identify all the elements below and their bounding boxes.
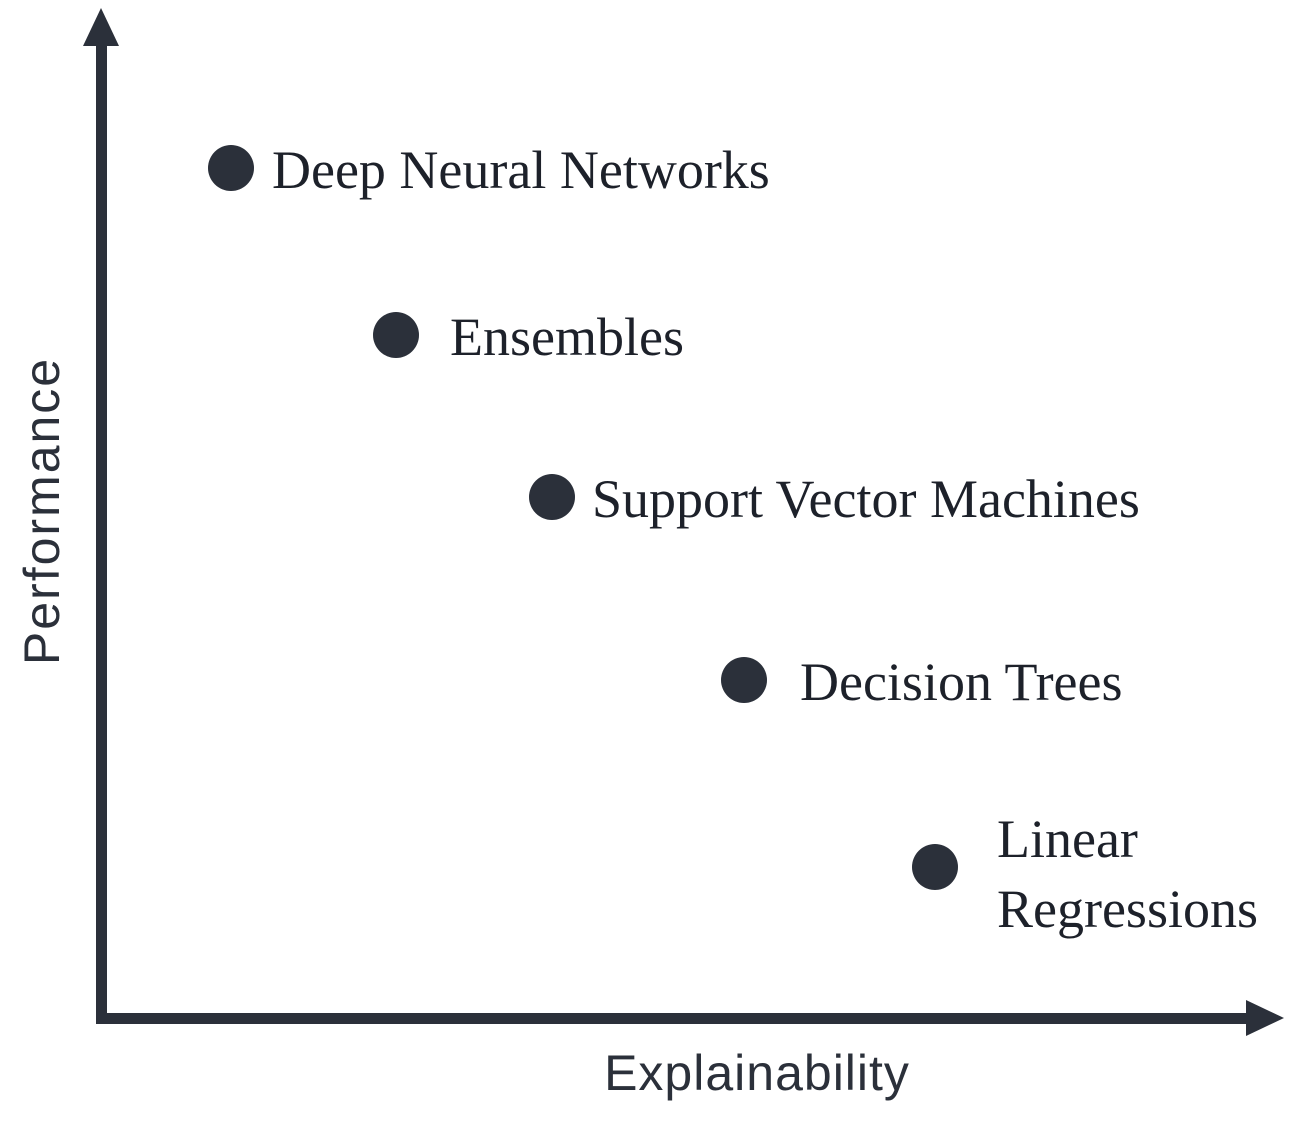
ensembles-label: Ensembles <box>450 306 684 367</box>
support-vector-machines-dot <box>529 474 575 520</box>
support-vector-machines-label: Support Vector Machines <box>592 468 1140 529</box>
x-axis-line <box>96 1013 1246 1024</box>
decision-trees-label: Decision Trees <box>800 651 1123 712</box>
deep-neural-networks-label: Deep Neural Networks <box>272 139 770 200</box>
y-axis-line <box>96 38 107 1023</box>
linear-regressions-dot <box>912 844 958 890</box>
x-axis-label: Explainability <box>604 1045 910 1101</box>
x-axis-arrow-icon <box>1246 1000 1284 1036</box>
y-axis-label: Performance <box>14 356 70 666</box>
linear-regressions-label: Linear Regressions <box>997 808 1258 939</box>
deep-neural-networks-dot <box>208 145 254 191</box>
ensembles-dot <box>373 312 419 358</box>
decision-trees-dot <box>721 657 767 703</box>
y-axis-arrow-icon <box>83 8 119 46</box>
